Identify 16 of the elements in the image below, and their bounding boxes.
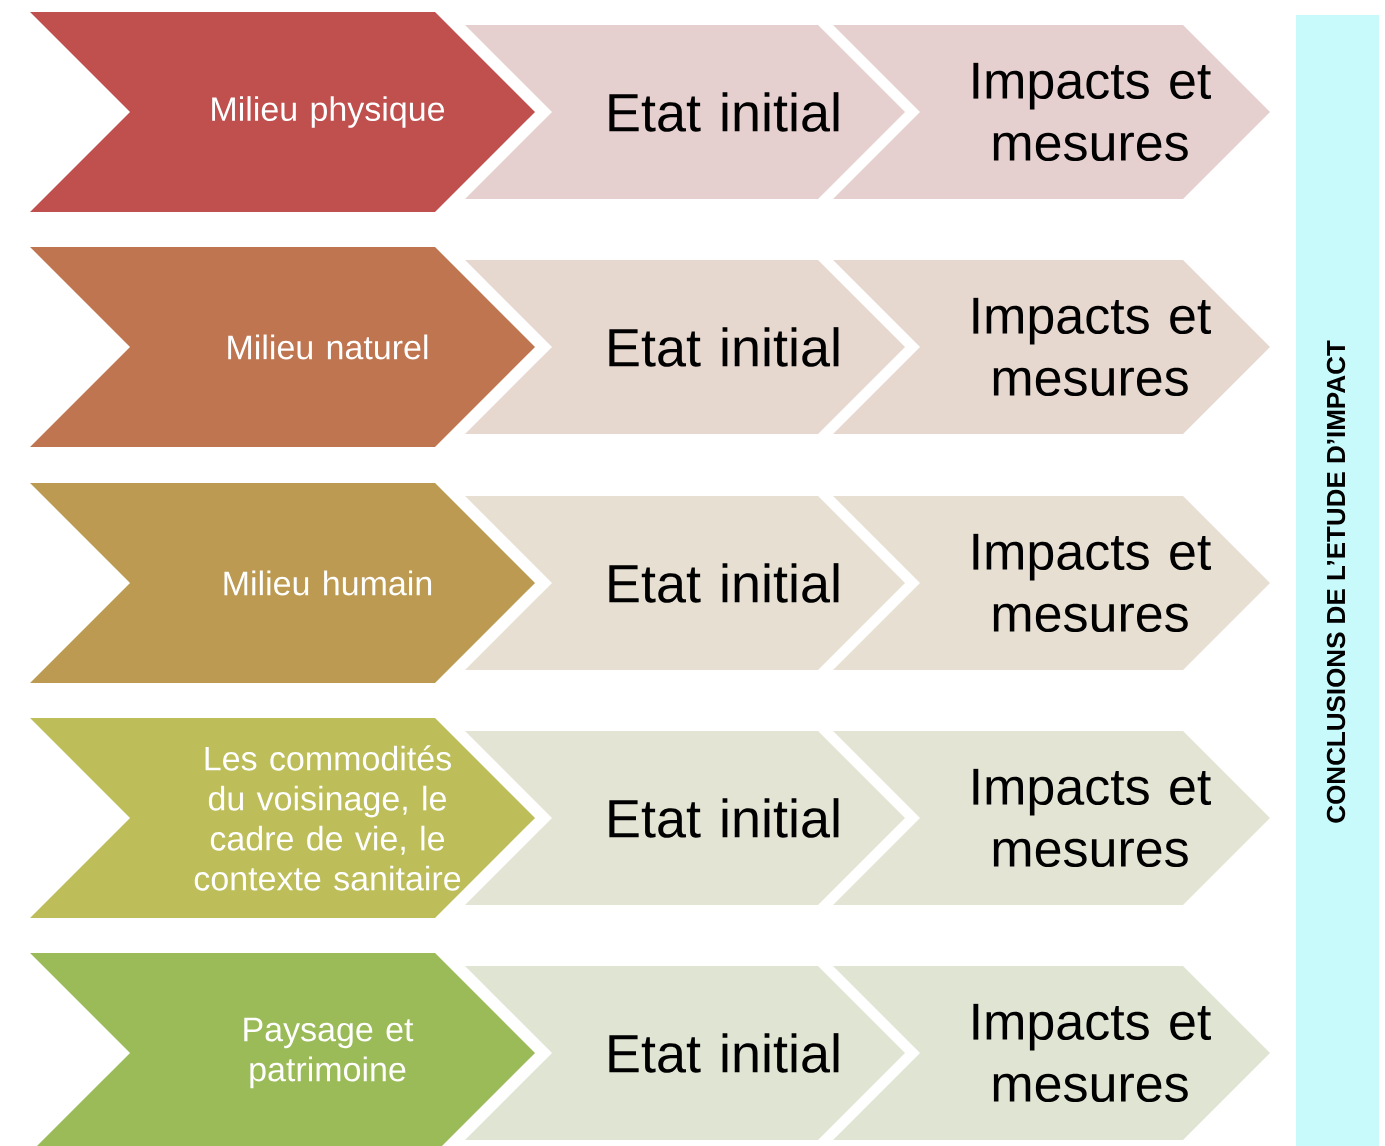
node-label: Impacts et mesures (973, 768, 1211, 868)
step-box: Milieu naturel (30, 247, 535, 447)
step-box: Etat initial (465, 731, 905, 905)
step-box: Etat initial (465, 260, 905, 434)
node-label: Impacts et mesures (973, 1003, 1211, 1103)
node-label: Impacts et mesures (973, 297, 1211, 397)
node-label: Impacts et mesures (973, 533, 1211, 633)
side-band: CONCLUSIONS DE L’ETUDE D’IMPACT (1296, 15, 1379, 1146)
step-box: Etat initial (465, 966, 905, 1140)
node-label: Impacts et mesures (973, 62, 1211, 162)
step-box: Paysage et patrimoine (30, 953, 535, 1146)
step-box: Milieu humain (30, 483, 535, 683)
step-box: Milieu physique (30, 12, 535, 212)
step-box: Les commodités du voisinage, le cadre de vie, le contexte sanitaire (30, 718, 535, 918)
step-box: Etat initial (465, 496, 905, 670)
step-box: Etat initial (465, 25, 905, 199)
